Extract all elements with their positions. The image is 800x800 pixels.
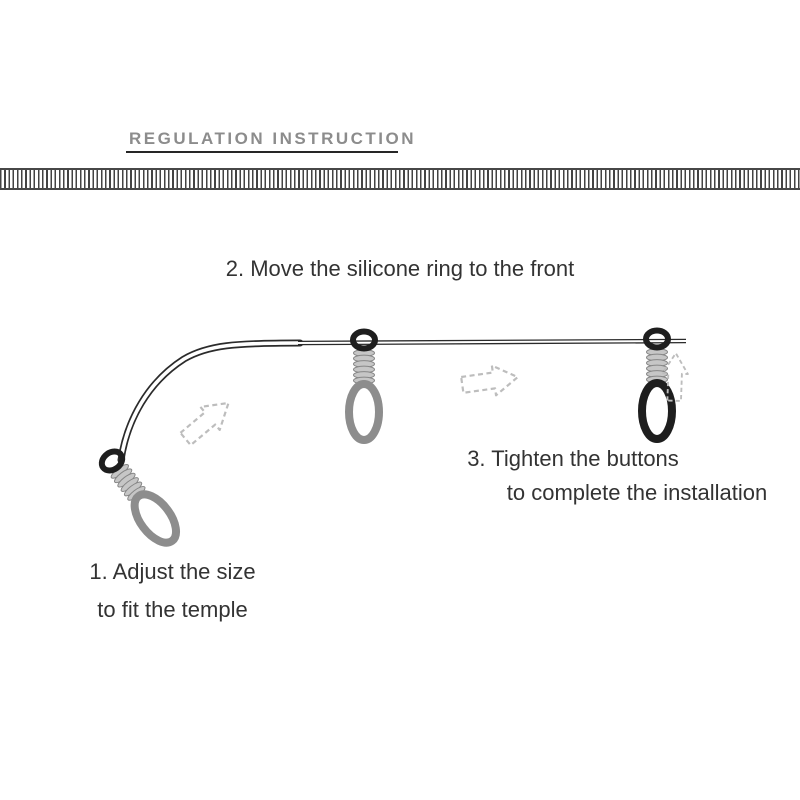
temple-tip-tube-highlight xyxy=(119,341,302,462)
silicone-ring-middle xyxy=(345,328,383,444)
step2-caption: 2. Move the silicone ring to the front xyxy=(225,256,575,281)
ring-top-loop xyxy=(643,327,671,351)
page-title: REGULATION INSTRUCTION xyxy=(129,129,417,148)
temple-tip-tube xyxy=(117,339,304,464)
dashed-arrow-right-icon xyxy=(459,361,521,401)
step1-caption-line1: 1. Adjust the size xyxy=(89,559,256,584)
ring-rubber-loop xyxy=(345,380,383,444)
eyeglass-temple-arm xyxy=(117,338,687,464)
silicone-ring-left xyxy=(98,448,181,547)
step1-caption-line2: to fit the temple xyxy=(97,597,248,622)
step3-caption-line1: 3. Tighten the buttons xyxy=(467,446,679,471)
decorative-stripe-band xyxy=(0,168,800,190)
dashed-arrow-up-right-icon xyxy=(174,390,240,452)
step3-caption-line2: to complete the installation xyxy=(506,480,768,505)
silicone-ring-right xyxy=(638,327,676,443)
temple-wire-highlight xyxy=(297,340,687,344)
ring-top-loop xyxy=(98,448,126,474)
ring-rubber-loop xyxy=(130,490,181,547)
title-underline xyxy=(126,151,398,153)
step1-caption: 1. Adjust the size to fit the temple xyxy=(55,553,290,629)
ring-coil xyxy=(646,348,668,384)
ring-top-loop xyxy=(350,328,378,352)
ring-rubber-loop xyxy=(638,379,676,443)
ring-coil xyxy=(353,349,375,385)
